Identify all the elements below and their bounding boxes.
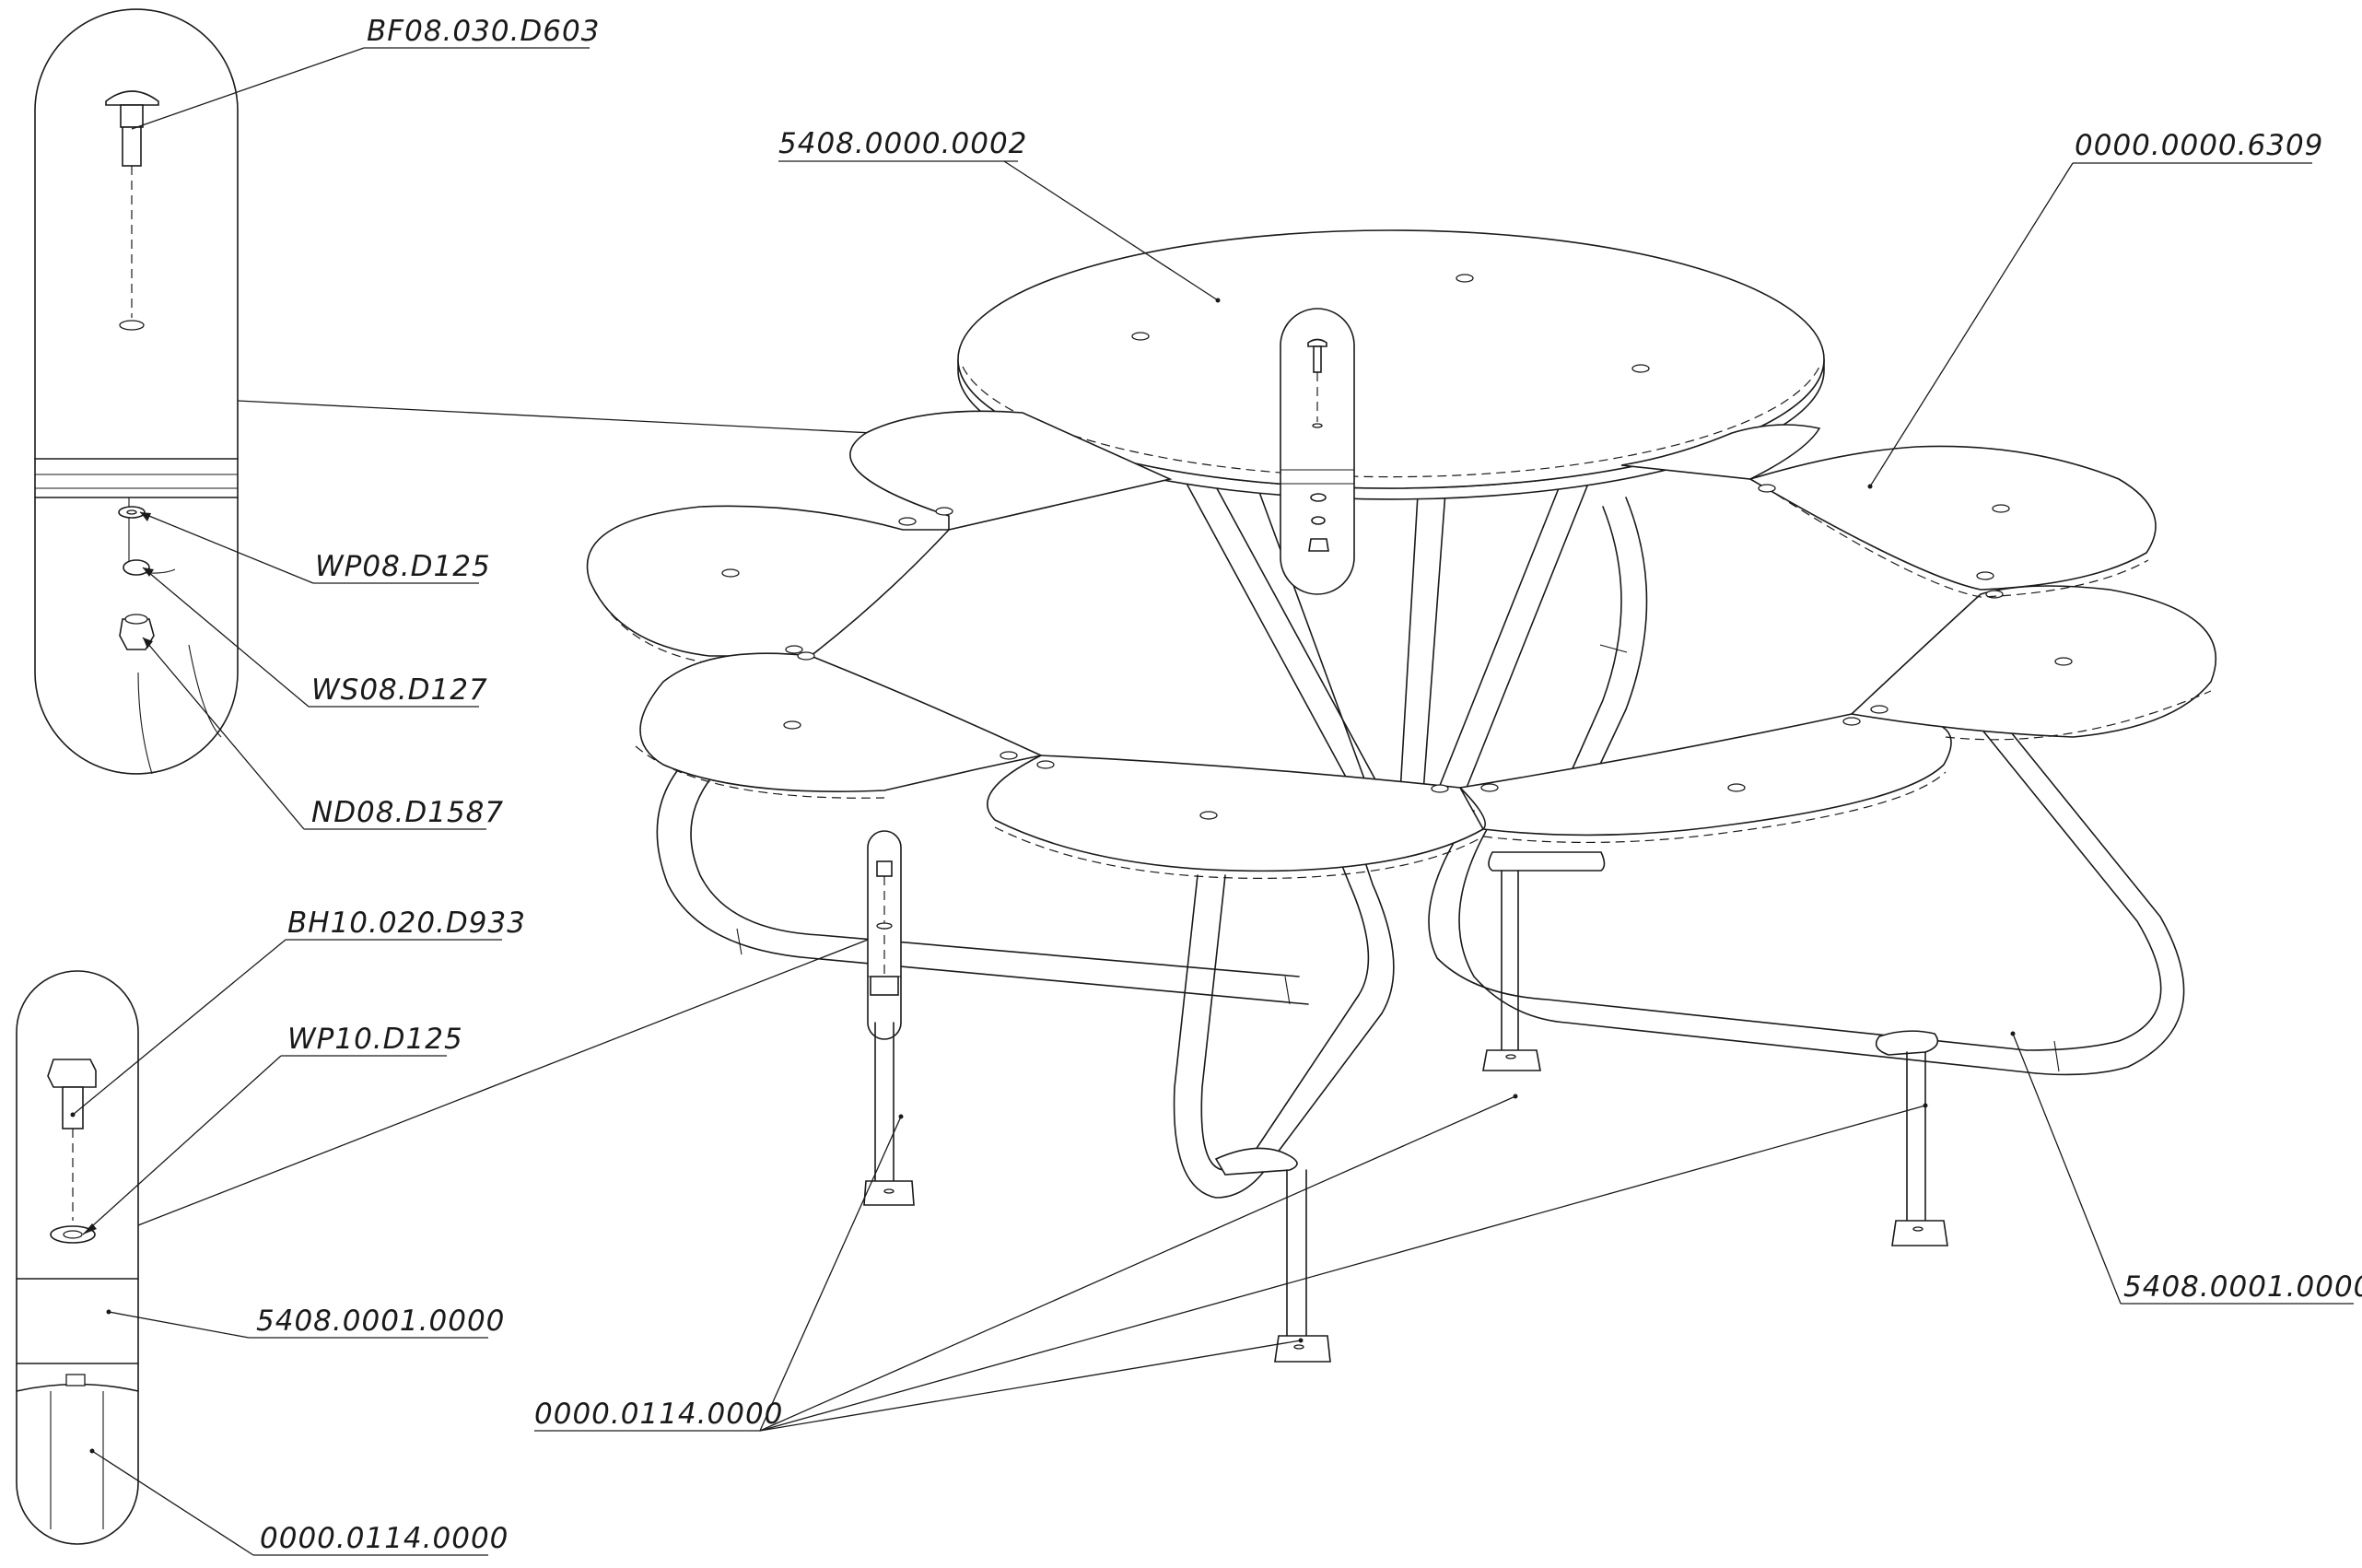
tabletop-detail-small xyxy=(1280,308,1355,595)
main-leaders xyxy=(534,160,2354,1432)
table-assembly xyxy=(534,160,2354,1432)
label-post-detail-post: 0000.0114.0000 xyxy=(260,1522,509,1555)
center-legs xyxy=(1178,469,1648,802)
label-wp08: WP08.D125 xyxy=(315,550,491,583)
label-bf08: BF08.030.D603 xyxy=(367,15,600,48)
label-wp10: WP10.D125 xyxy=(287,1023,463,1056)
callout-labels: BF08.030.D603 5408.0000.0002 0000.0000.6… xyxy=(256,15,2362,1555)
post-detail-small xyxy=(867,830,902,1040)
label-posts: 0000.0114.0000 xyxy=(534,1398,783,1431)
label-seat: 0000.0000.6309 xyxy=(2075,129,2323,162)
label-bh10: BH10.020.D933 xyxy=(287,907,526,940)
seat-boards xyxy=(586,410,2216,879)
detail-post-bolt xyxy=(16,939,869,1556)
label-tabletop: 5408.0000.0002 xyxy=(778,127,1027,160)
label-ws08: WS08.D127 xyxy=(311,673,488,707)
label-nd08: ND08.D1587 xyxy=(311,796,504,829)
label-frame: 5408.0001.0000 xyxy=(2123,1270,2362,1304)
label-post-detail-frame: 5408.0001.0000 xyxy=(256,1305,505,1338)
frame-rails xyxy=(656,722,2185,1199)
ground-posts xyxy=(863,851,1948,1363)
